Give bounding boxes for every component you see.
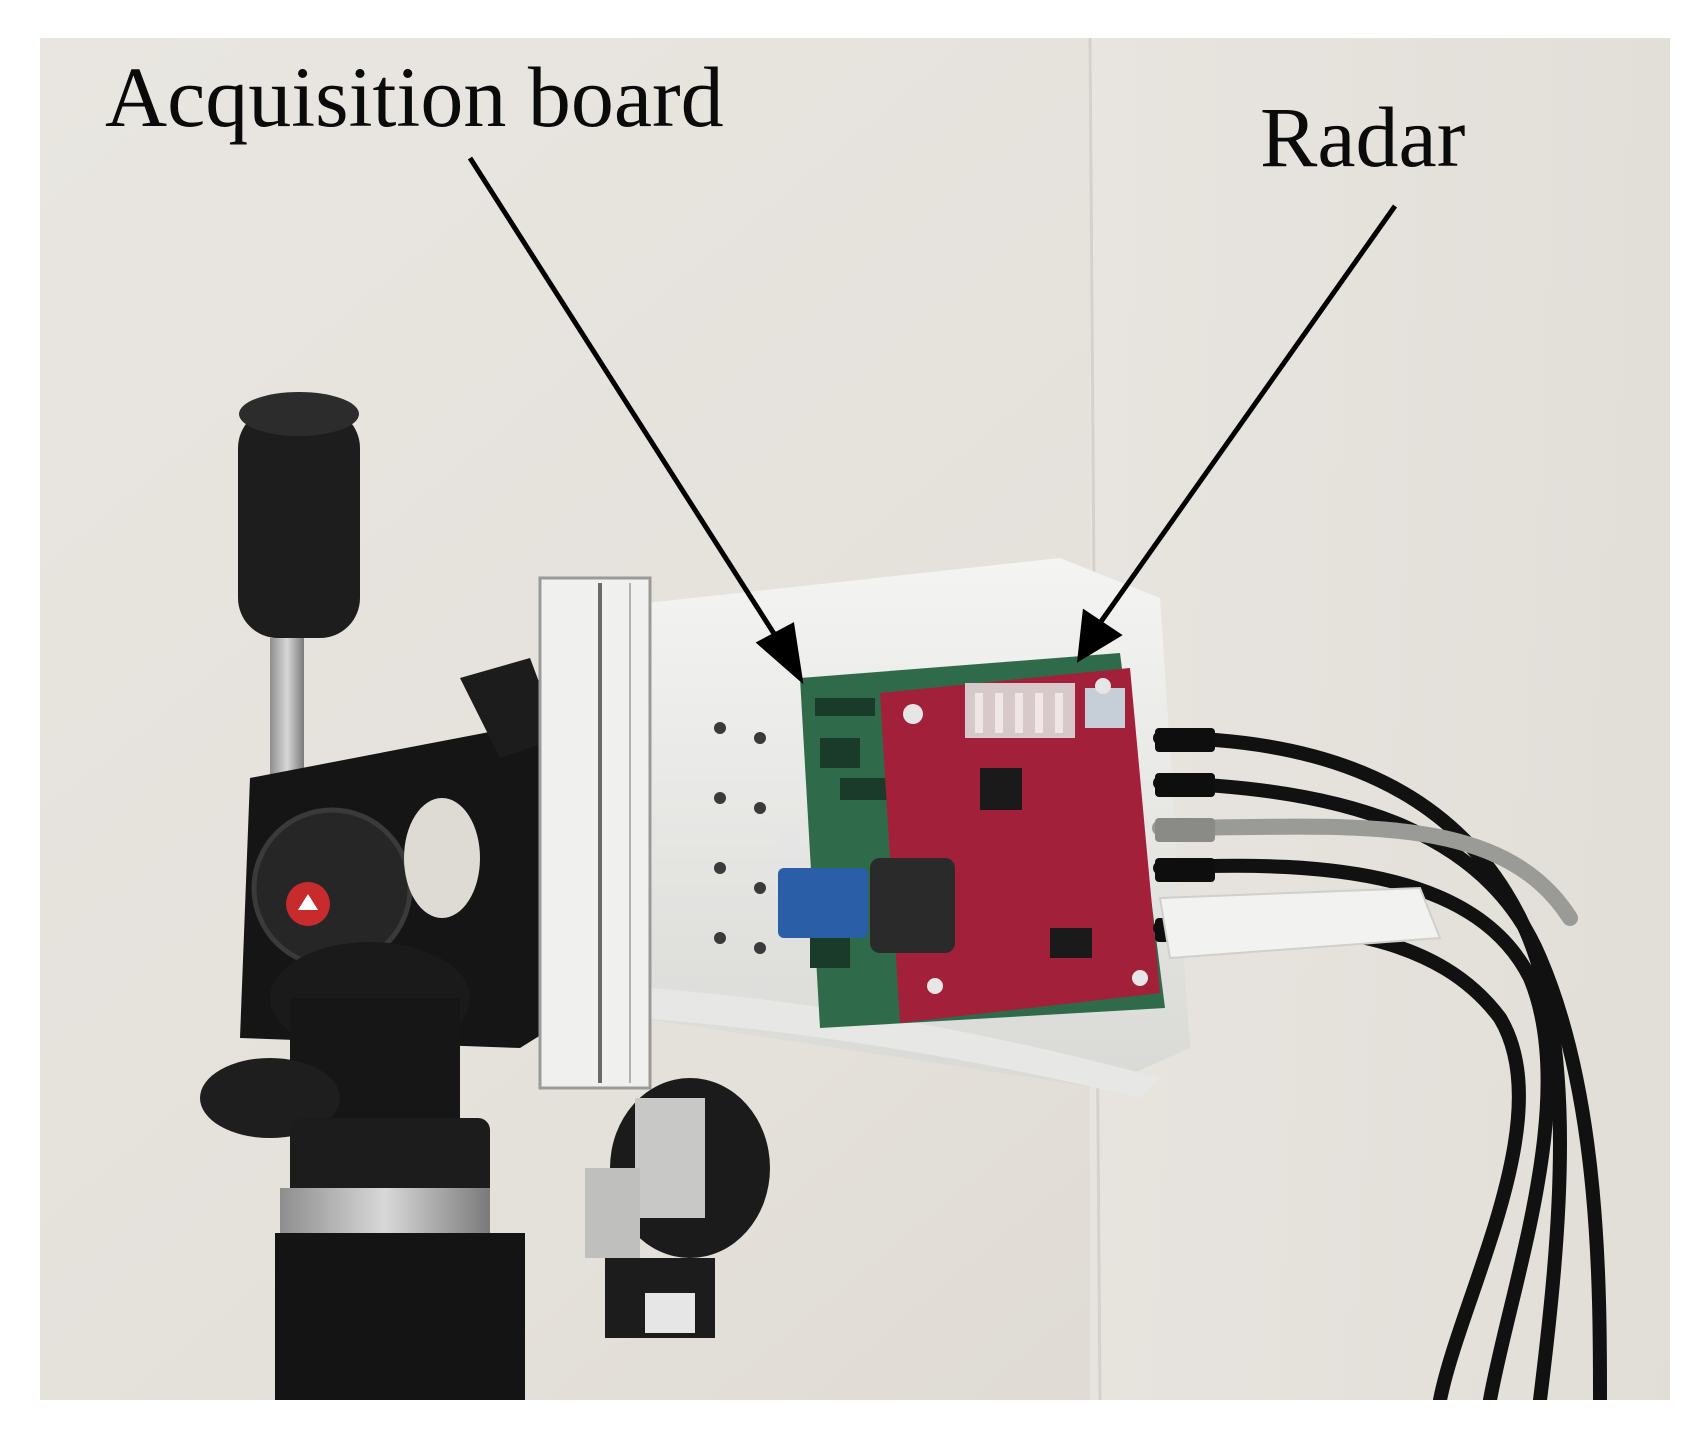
housing-bottom-lip (640, 988, 1160, 1098)
black-socket (870, 858, 955, 953)
acquisition-board-arrowhead (755, 622, 804, 685)
acquisition-board-arrow (467, 156, 783, 645)
handle-knob (238, 408, 360, 638)
radar-pcb (870, 668, 1160, 1023)
radar-label: Radar (1260, 89, 1465, 185)
acquisition-board-label: Acquisition board (105, 49, 724, 145)
lower-connectors (585, 1098, 715, 1338)
head-hole (404, 798, 480, 918)
radar-arrowhead (1076, 608, 1123, 663)
photo: Acquisition board Radar (40, 38, 1670, 1400)
wall-right-plane (1090, 38, 1670, 1400)
tilt-dial (251, 807, 413, 969)
housing-rail (538, 576, 652, 1090)
white-cable-tube (1158, 886, 1442, 960)
radar-arrow (1097, 204, 1398, 625)
tripod-head (200, 392, 770, 1400)
photo-scene: Acquisition board Radar (40, 38, 1670, 1400)
column-ring (280, 1188, 490, 1233)
blue-connector (778, 868, 868, 938)
annotation-arrows (467, 156, 1398, 685)
mounting-holes (714, 722, 766, 954)
radar-chip (980, 768, 1022, 810)
